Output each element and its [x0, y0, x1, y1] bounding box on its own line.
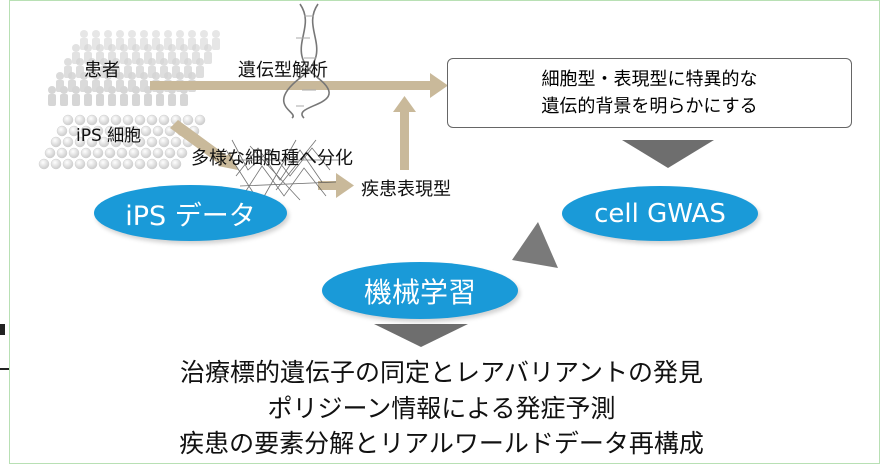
cell-gwas-pill: cell GWAS — [562, 186, 758, 241]
result-line-2: 遺伝的背景を明らかにする — [541, 96, 758, 117]
connector-triangles — [374, 140, 714, 347]
disease-phenotype-label: 疾患表現型 — [361, 179, 451, 200]
neuron-network-icon — [225, 139, 340, 201]
edge-mark-bottom — [0, 368, 9, 370]
outcome-line-1: 治療標的遺伝子の同定とレアバリアントの発見 — [179, 358, 703, 387]
result-box: 細胞型・表現型に特異的な 遺伝的背景を明らかにする — [447, 58, 852, 128]
dna-helix-icon — [283, 3, 330, 119]
differentiation-label: 多様な細胞種へ分化 — [191, 148, 353, 169]
machine-learning-pill: 機械学習 — [322, 262, 518, 319]
people-crowd-icon — [48, 30, 220, 106]
patient-label: 患者 — [84, 60, 120, 81]
outcome-line-3: 疾患の要素分解とリアルワールドデータ再構成 — [179, 429, 704, 458]
edge-mark-top — [0, 324, 5, 335]
ips-data-pill: iPS データ — [94, 185, 287, 241]
cell-cluster-icon — [38, 114, 206, 170]
genotype-analysis-label: 遺伝型解析 — [238, 60, 328, 81]
ips-cell-label: iPS 細胞 — [76, 126, 142, 146]
result-line-1: 細胞型・表現型に特異的な — [541, 69, 758, 90]
outcome-line-2: ポリジーン情報による発症予測 — [267, 394, 616, 423]
